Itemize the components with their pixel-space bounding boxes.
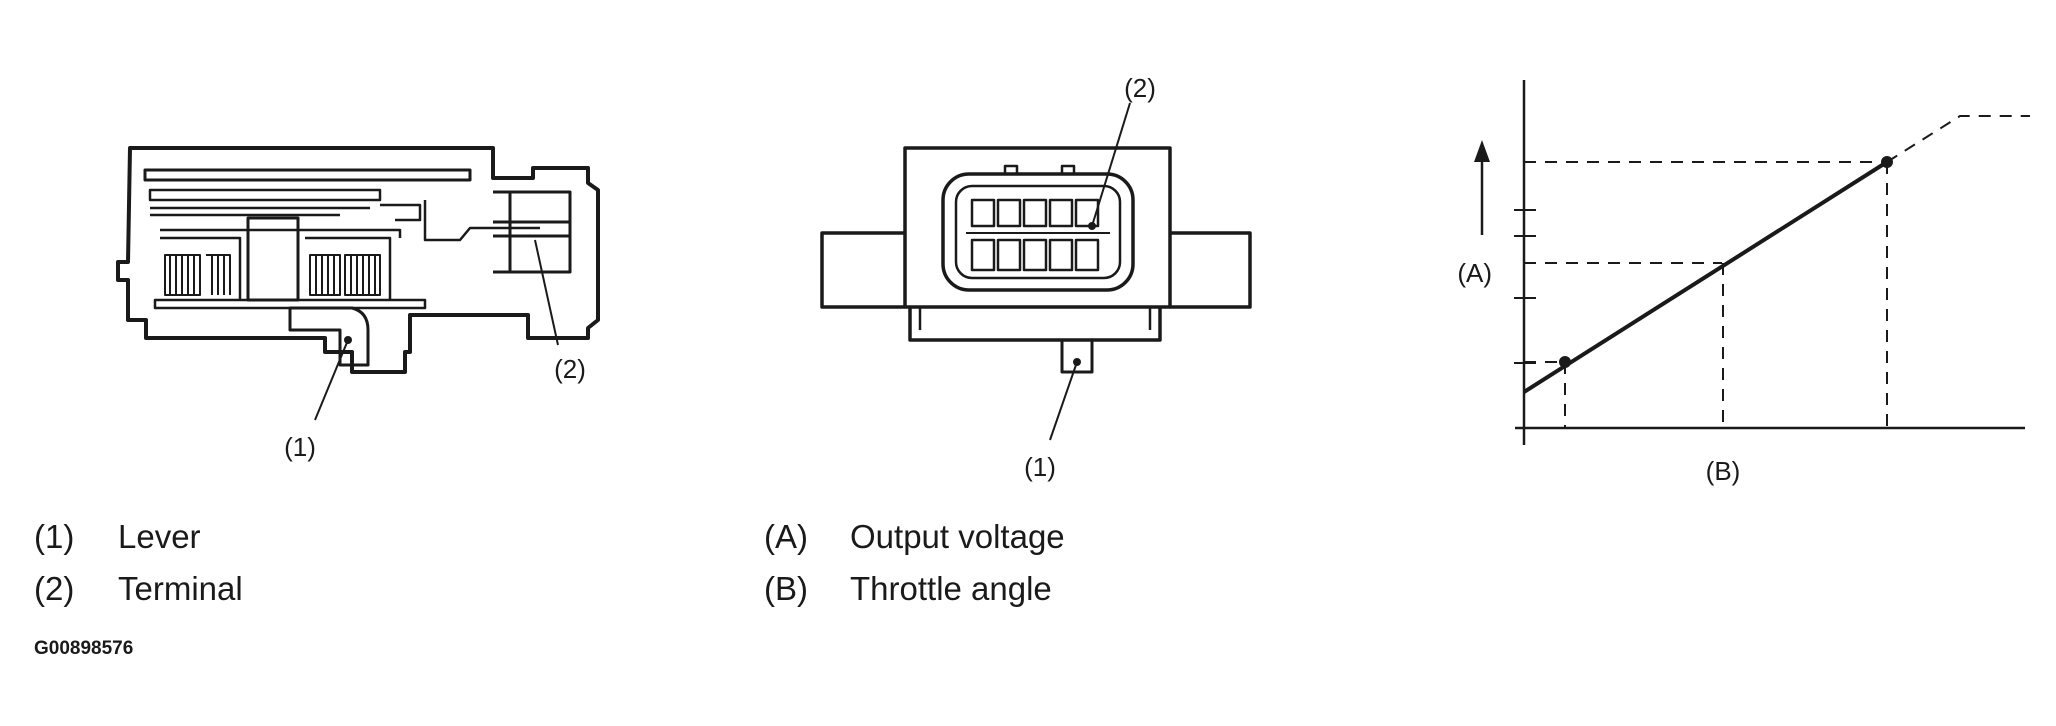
graph-saturation <box>1886 115 2030 163</box>
sensor-front-connector-shroud <box>941 172 1135 292</box>
legend-key-output-voltage: (A) <box>764 518 808 555</box>
sensor-front-lever-stub <box>1060 340 1094 374</box>
sensor-front-lock-tabs <box>1003 164 1076 174</box>
graph-point-low <box>1559 356 1571 368</box>
sensor-side-housing <box>116 146 600 374</box>
sensor-front-flange-left <box>820 231 905 309</box>
sensor-side-shaft-frame <box>153 228 427 310</box>
legend-text-throttle-angle: Throttle angle <box>850 570 1052 607</box>
sensor-side-terminal-wire <box>380 200 540 242</box>
legend-text-output-voltage: Output voltage <box>850 518 1065 555</box>
legend-text-lever: Lever <box>118 518 201 555</box>
sensor-front-body-bottom <box>918 307 1152 330</box>
graph-point-high <box>1881 156 1893 168</box>
sensor-front-lower-body <box>908 307 1162 342</box>
sensor-side-connector <box>493 190 572 274</box>
figure-id: G00898576 <box>34 638 133 659</box>
graph-x-axis-label: (B) <box>1706 456 1741 486</box>
legend-key-lever: (1) <box>34 518 74 555</box>
legend-key-throttle-angle: (B) <box>764 570 808 607</box>
sensor-front-view: (2) (1) <box>820 73 1252 482</box>
graph-y-arrow-head <box>1474 140 1490 162</box>
leader-side-terminal <box>534 239 559 346</box>
sensor-side-lever <box>288 306 370 367</box>
graph-y-axis-label: (A) <box>1457 258 1492 288</box>
leader-front-lever <box>1049 361 1078 441</box>
sensor-front-pins-bottom <box>970 238 1100 272</box>
sensor-side-spring-left <box>164 254 231 296</box>
sensor-side-substrate <box>148 188 382 217</box>
sensor-front-body <box>903 146 1172 309</box>
callout-front-lever: (1) <box>1024 452 1056 482</box>
callout-front-terminal: (2) <box>1124 73 1156 103</box>
sensor-side-view: (1) (2) <box>116 146 600 462</box>
sensor-front-flange-right <box>1170 231 1252 309</box>
sensor-front-pins-top <box>970 198 1100 228</box>
legend-graph: (A) Output voltage (B) Throttle angle <box>764 518 1065 607</box>
callout-side-terminal: (2) <box>554 354 586 384</box>
graph-characteristic-line <box>1522 160 1889 394</box>
legend-key-terminal: (2) <box>34 570 74 607</box>
leader-side-lever <box>314 339 349 421</box>
legend-parts: (1) Lever (2) Terminal <box>34 518 243 607</box>
sensor-side-top-plate <box>143 168 472 182</box>
sensor-side-spring-right <box>309 254 381 296</box>
sensor-front-connector-inner <box>954 184 1122 280</box>
legend-text-terminal: Terminal <box>118 570 243 607</box>
leader-front-terminal <box>1091 102 1131 227</box>
callout-side-lever: (1) <box>284 432 316 462</box>
output-characteristic-graph: (A) (B) <box>1457 80 2030 486</box>
